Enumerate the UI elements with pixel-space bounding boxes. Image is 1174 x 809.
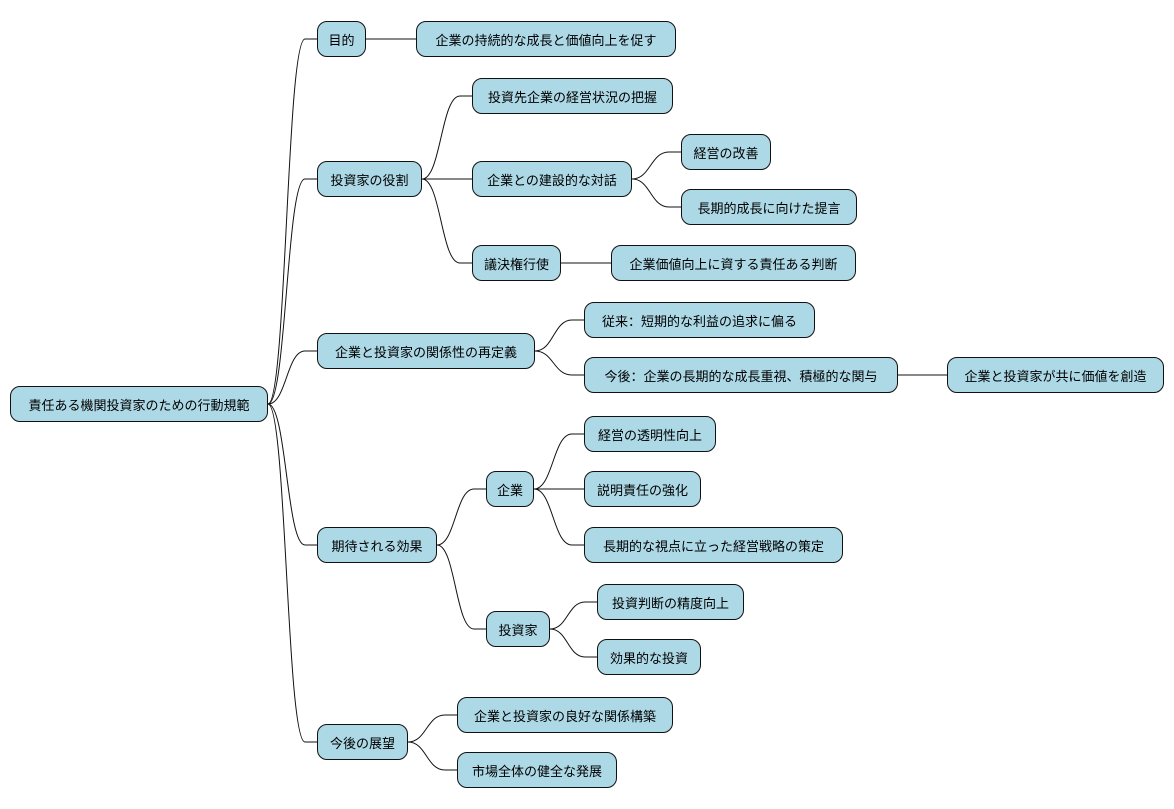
node-transparency[interactable]: 経営の透明性向上: [584, 416, 716, 452]
edge-rel-to-future: [534, 350, 584, 376]
edge-company-to-transparency: [533, 433, 584, 490]
edge-company-to-strategy: [533, 488, 584, 546]
node-expected-effects[interactable]: 期待される効果: [317, 527, 437, 563]
edge-root-to-purpose: [267, 38, 317, 405]
node-long-term-proposal[interactable]: 長期的成長に向けた提言: [681, 189, 857, 225]
edge-root-to-effects: [267, 403, 317, 546]
node-voting-rights[interactable]: 議決権行使: [472, 245, 561, 281]
edge-effects-to-company: [436, 488, 486, 546]
node-investment-accuracy[interactable]: 投資判断の精度向上: [597, 584, 744, 620]
edge-dialogue-to-improve: [631, 151, 681, 180]
node-purpose-detail[interactable]: 企業の持続的な成長と価値向上を促す: [416, 21, 676, 57]
node-investor[interactable]: 投資家: [486, 611, 550, 647]
node-purpose[interactable]: 目的: [317, 21, 366, 57]
node-past-short-term[interactable]: 従来：短期的な利益の追求に偏る: [584, 302, 815, 338]
edge-role-to-grasp: [421, 95, 472, 180]
node-good-relations[interactable]: 企業と投資家の良好な関係構築: [457, 697, 673, 733]
node-future-long-term[interactable]: 今後：企業の長期的な成長重視、積極的な関与: [584, 357, 898, 393]
node-future-outlook[interactable]: 今後の展望: [317, 724, 408, 760]
node-constructive-dialogue[interactable]: 企業との建設的な対話: [472, 161, 632, 197]
node-grasp-management[interactable]: 投資先企業の経営状況の把握: [472, 78, 673, 114]
node-company[interactable]: 企業: [486, 471, 534, 507]
node-co-create-value[interactable]: 企業と投資家が共に価値を創造: [947, 357, 1164, 393]
root-node[interactable]: 責任ある機関投資家のための行動規範: [10, 386, 268, 422]
edge-root-to-outlook: [267, 403, 317, 743]
edge-root-to-rel: [267, 350, 317, 405]
edge-effects-to-investor: [436, 544, 486, 630]
node-responsible-judgement[interactable]: 企業価値向上に資する責任ある判断: [611, 245, 856, 281]
edge-investor-to-accuracy: [549, 601, 597, 630]
node-accountability[interactable]: 説明責任の強化: [584, 471, 701, 507]
node-effective-investment[interactable]: 効果的な投資: [597, 639, 701, 675]
edge-root-to-role: [267, 178, 317, 405]
node-market-development[interactable]: 市場全体の健全な発展: [457, 752, 617, 788]
node-long-term-strategy[interactable]: 長期的な視点に立った経営戦略の策定: [584, 527, 843, 563]
edge-role-to-voting: [421, 178, 472, 264]
node-management-improvement[interactable]: 経営の改善: [681, 134, 771, 170]
edge-dialogue-to-proposal: [631, 178, 681, 208]
edge-investor-to-efficient: [549, 628, 597, 658]
node-relationship-redefinition[interactable]: 企業と投資家の関係性の再定義: [317, 333, 535, 369]
edge-rel-to-past: [534, 319, 584, 352]
edge-outlook-to-market: [407, 741, 457, 771]
node-investor-role[interactable]: 投資家の役割: [317, 161, 422, 197]
edge-outlook-to-relations: [407, 714, 457, 743]
